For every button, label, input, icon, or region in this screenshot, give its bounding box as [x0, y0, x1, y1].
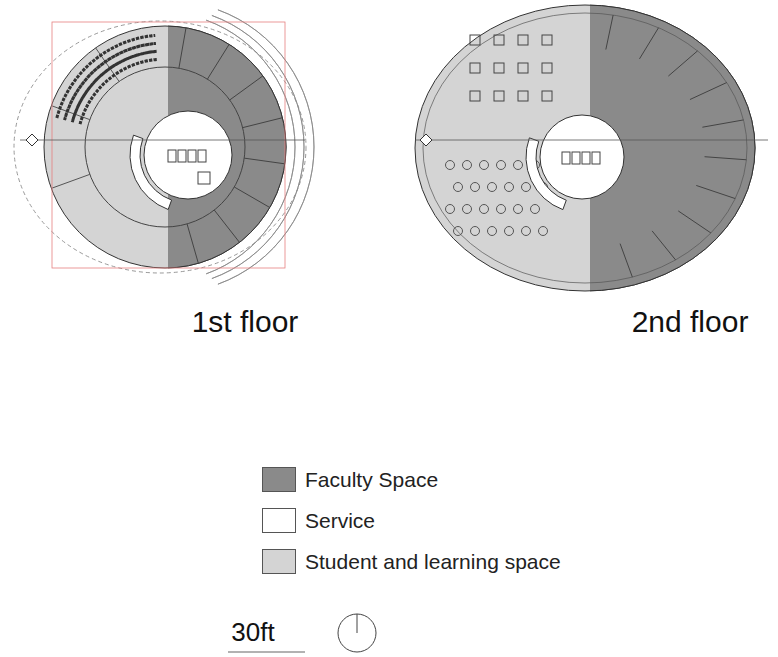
north-arrow: [338, 614, 376, 652]
room-divider: [705, 157, 747, 160]
lounge-seat: [463, 205, 472, 214]
desk: [470, 91, 480, 101]
room-divider: [690, 83, 727, 100]
room-divider: [187, 224, 198, 263]
room-divider: [652, 231, 675, 260]
desk: [542, 35, 552, 45]
room-divider: [668, 51, 697, 76]
north-arrow-line: [357, 614, 358, 633]
site-boundary: [52, 22, 285, 268]
desk: [494, 35, 504, 45]
seat-row: [65, 43, 156, 120]
scale-and-north: [228, 614, 376, 652]
scale-label: 30ft: [231, 617, 274, 648]
desk: [470, 35, 480, 45]
legend-swatch: [262, 549, 296, 574]
floor-title: 2nd floor: [632, 305, 749, 339]
room-divider: [243, 118, 283, 128]
desk: [518, 63, 528, 73]
lounge-seat: [471, 227, 480, 236]
desk: [470, 63, 480, 73]
lounge-seat: [488, 183, 497, 192]
lounge-seat: [522, 183, 531, 192]
section-marker: [420, 134, 432, 146]
wc-stall: [592, 152, 600, 164]
dashed-outline: [14, 21, 306, 273]
room-divider: [639, 28, 658, 59]
elevator: [198, 172, 210, 184]
wc-stall: [188, 150, 196, 162]
stair: [130, 135, 172, 209]
faculty-zone: [168, 26, 286, 268]
lounge-seat: [446, 205, 455, 214]
room-divider: [678, 211, 711, 233]
lounge-seat: [497, 205, 506, 214]
desk: [542, 91, 552, 101]
room-divider: [620, 244, 632, 277]
lounge-seat: [446, 161, 455, 170]
lounge-seat: [471, 183, 480, 192]
legend-swatch: [262, 467, 296, 492]
service-core: [144, 111, 232, 199]
desk: [518, 91, 528, 101]
student-zone: [415, 5, 755, 291]
lounge-seat: [454, 227, 463, 236]
room-divider: [696, 185, 735, 198]
desk: [494, 91, 504, 101]
room-divider: [179, 28, 186, 68]
inner-wall: [423, 13, 747, 283]
scale-bar: [228, 651, 305, 653]
first-floor-plan: [14, 10, 314, 284]
wc-stall: [562, 152, 570, 164]
legend-text: Service: [305, 509, 375, 533]
faculty-zone: [590, 5, 755, 291]
room-divider: [244, 158, 285, 164]
room-divider: [214, 210, 239, 242]
second-floor-plan: [415, 5, 768, 291]
floor-title: 1st floor: [192, 305, 299, 339]
wc-stall: [178, 150, 186, 162]
room-divider: [207, 44, 229, 79]
stair: [526, 138, 566, 210]
lounge-seat: [454, 183, 463, 192]
room-divider: [606, 15, 613, 49]
student-zone: [44, 26, 286, 268]
lounge-seat: [505, 183, 514, 192]
lounge-seat: [514, 161, 523, 170]
desk: [542, 63, 552, 73]
lounge-seat: [497, 161, 506, 170]
section-line: [415, 140, 768, 141]
lounge-seat: [463, 161, 472, 170]
desk: [518, 35, 528, 45]
legend-text: Faculty Space: [305, 468, 438, 492]
section-line: [20, 140, 305, 141]
seat-row: [72, 51, 156, 122]
room-divider: [702, 120, 743, 127]
wc-stall: [582, 152, 590, 164]
lounge-seat: [480, 161, 489, 170]
wc-stall: [572, 152, 580, 164]
lounge-seat: [488, 227, 497, 236]
legend-swatch: [262, 508, 296, 533]
desk: [494, 63, 504, 73]
lounge-seat: [480, 205, 489, 214]
lounge-seat: [531, 205, 540, 214]
room-divider: [230, 76, 263, 100]
corridor-ring: [85, 67, 245, 227]
seat-row: [80, 59, 157, 124]
room-divider: [234, 187, 270, 208]
lounge-seat: [539, 227, 548, 236]
wc-stall: [168, 150, 176, 162]
section-marker: [26, 134, 38, 146]
legend-text: Student and learning space: [305, 550, 561, 574]
room-divider: [51, 174, 90, 188]
lounge-seat: [514, 205, 523, 214]
lounge-seat: [522, 227, 531, 236]
wc-stall: [198, 150, 206, 162]
lounge-seat: [505, 227, 514, 236]
service-core: [540, 115, 624, 199]
seat-row: [57, 35, 155, 118]
